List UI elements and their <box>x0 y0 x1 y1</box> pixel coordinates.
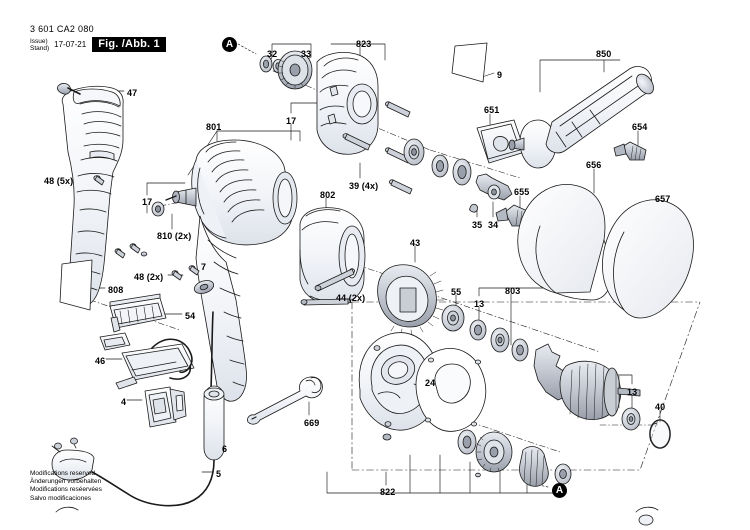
callout-32: 32 <box>267 49 278 59</box>
callout-17-left: 17 <box>142 197 153 207</box>
callout-43: 43 <box>410 238 421 248</box>
part-number-code: 3 601 CA2 080 <box>30 24 94 34</box>
callout-808: 808 <box>108 285 124 295</box>
disclaimer-fr: Modifications reséervées <box>30 486 102 494</box>
callout-54: 54 <box>185 311 196 321</box>
callout-654: 654 <box>632 122 648 132</box>
disclaimer-footer: Modifications reserved Änderungen vorbeh… <box>30 470 102 503</box>
callout-655: 655 <box>514 187 530 197</box>
callout-39-4x: 39 (4x) <box>349 181 379 191</box>
callout-24: 24 <box>425 378 436 388</box>
callout-48-2x: 48 (2x) <box>134 272 164 282</box>
figure-badge: Fig. /Abb. 1 <box>92 37 166 52</box>
callout-46: 46 <box>95 356 106 366</box>
callout-651: 651 <box>484 105 500 115</box>
callout-34: 34 <box>488 220 499 230</box>
callout-47: 47 <box>127 88 138 98</box>
callout-5: 5 <box>216 469 222 479</box>
callout-802: 802 <box>320 190 336 200</box>
callout-822: 822 <box>380 487 396 497</box>
callout-13-b: 13 <box>627 387 638 397</box>
callout-7: 7 <box>201 262 207 272</box>
callout-823: 823 <box>356 39 372 49</box>
callout-44-2x: 44 (2x) <box>336 293 366 303</box>
callout-657: 657 <box>655 194 671 204</box>
disclaimer-de: Änderungen vorbehalten <box>30 478 102 486</box>
callout-803: 803 <box>505 286 521 296</box>
callout-4: 4 <box>121 397 127 407</box>
marker-a-bottom: A <box>552 483 567 498</box>
issue-date: 17-07-21 <box>54 40 87 49</box>
callout-55: 55 <box>451 287 462 297</box>
callout-40: 40 <box>655 402 666 412</box>
callout-9: 9 <box>497 70 503 80</box>
callout-17-mid: 17 <box>286 116 297 126</box>
callout-801: 801 <box>206 122 222 132</box>
disclaimer-en: Modifications reserved <box>30 470 96 477</box>
callout-48-5x: 48 (5x) <box>44 176 74 186</box>
callout-13-a: 13 <box>474 299 485 309</box>
callout-669: 669 <box>304 418 320 428</box>
callout-810-2x: 810 (2x) <box>157 231 192 241</box>
callout-6: 6 <box>222 444 228 454</box>
callout-656: 656 <box>586 160 602 170</box>
header-meta-row: Issue) Stand) 17-07-21 Fig. /Abb. 1 <box>30 37 166 52</box>
disclaimer-es: Salvo modificaciones <box>30 494 92 502</box>
marker-a-top: A <box>222 37 237 52</box>
callout-35: 35 <box>472 220 483 230</box>
callout-33: 33 <box>301 49 312 59</box>
issue-stand-label: Issue) Stand) <box>30 37 50 52</box>
callout-850: 850 <box>596 49 612 59</box>
